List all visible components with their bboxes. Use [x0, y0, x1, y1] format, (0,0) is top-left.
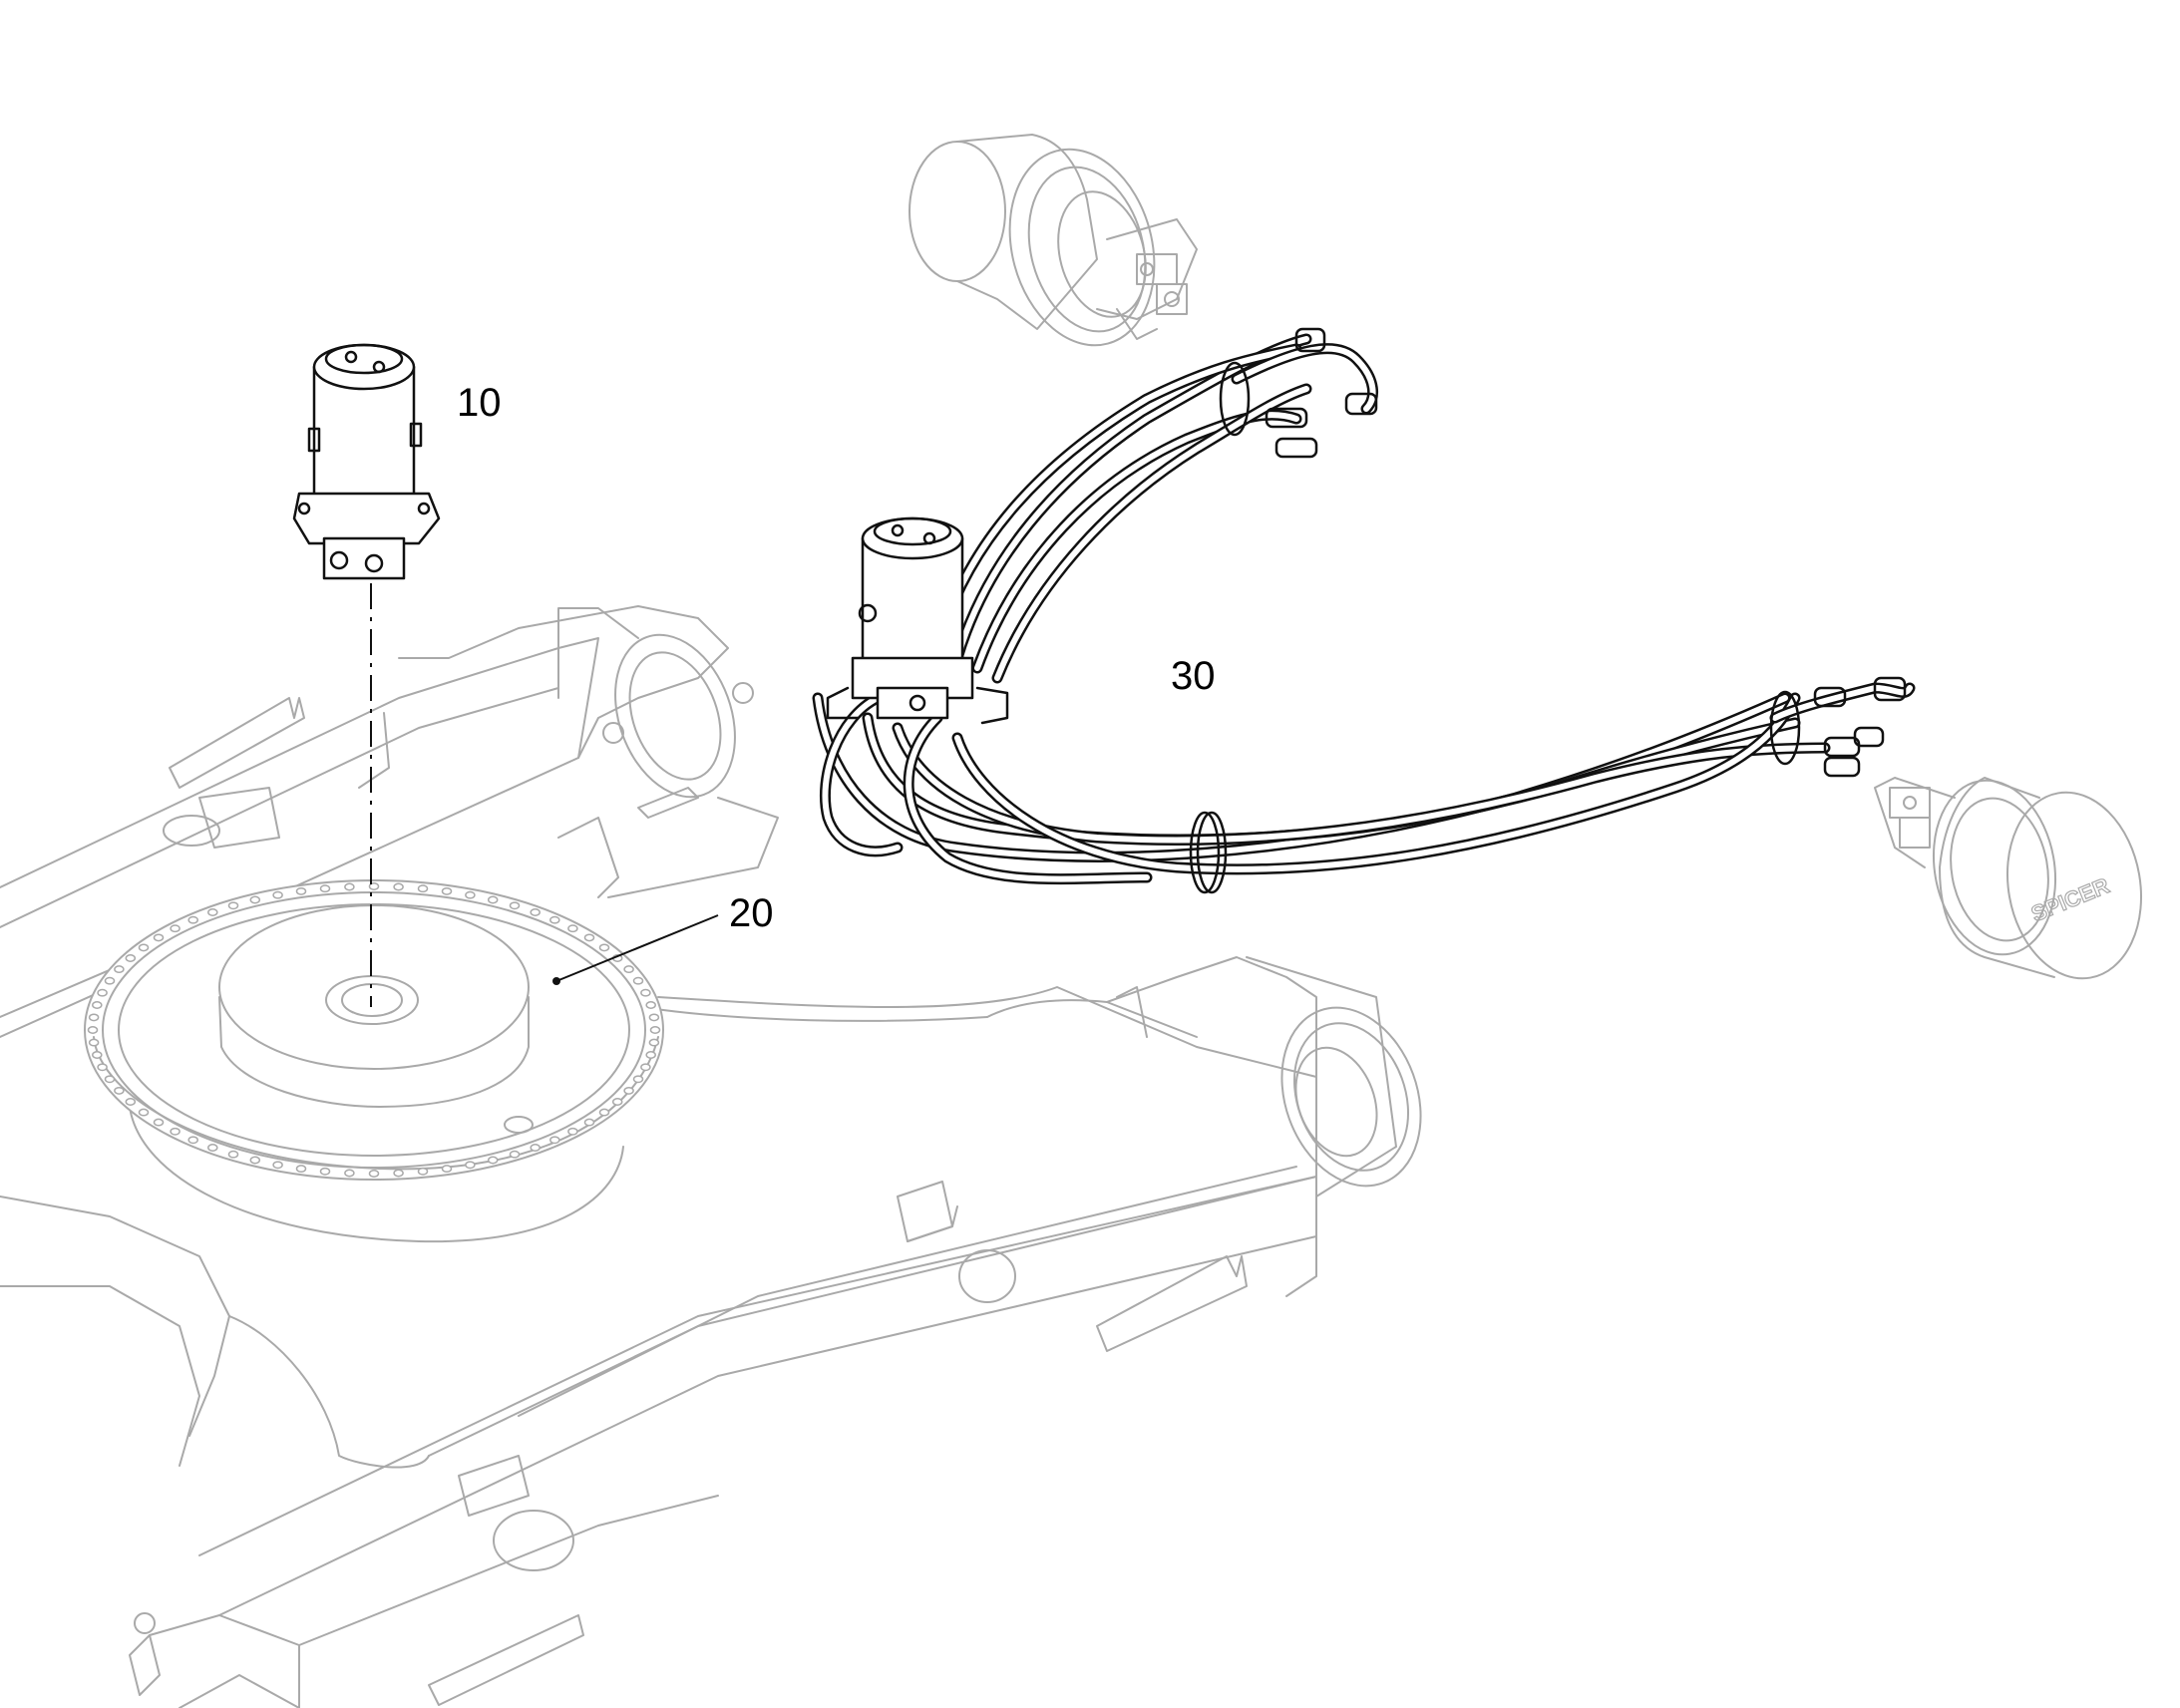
bolt-hole	[567, 924, 578, 933]
bolt-hole	[465, 890, 476, 899]
bolt-hole	[623, 965, 634, 974]
bolt-hole	[648, 1013, 660, 1022]
bolt-hole	[530, 1144, 541, 1152]
bolt-hole	[393, 882, 404, 891]
bolt-hole	[272, 1161, 283, 1170]
bolt-hole	[645, 1001, 656, 1009]
spicer-logo: SPICER	[2027, 872, 2114, 927]
bolt-hole	[138, 943, 150, 952]
bolt-hole	[344, 1169, 355, 1178]
bolt-hole	[104, 1075, 116, 1084]
bolt-hole	[92, 1001, 103, 1009]
callout-20: 20	[729, 891, 774, 935]
bolt-hole	[640, 988, 651, 997]
bolt-hole	[295, 886, 307, 895]
swivel-joint-assembled	[826, 516, 1009, 725]
bolt-hole	[114, 965, 125, 974]
bolt-hole	[632, 976, 644, 985]
undercarriage-frame	[0, 605, 1422, 1708]
bolt-hole	[114, 1086, 125, 1095]
bolt-hole	[530, 908, 541, 916]
travel-motor-upper	[908, 134, 1198, 347]
bolt-hole	[487, 1156, 499, 1165]
bolt-hole	[187, 915, 198, 924]
hose-assembly	[812, 327, 1916, 894]
bolt-hole	[227, 1150, 239, 1159]
bolt-hole	[272, 890, 283, 899]
bolt-hole	[138, 1108, 150, 1117]
swivel-joint-part	[292, 343, 441, 580]
bolt-hole	[567, 1127, 578, 1136]
bolt-hole	[319, 1167, 331, 1176]
bolt-hole	[465, 1161, 476, 1170]
bolt-hole	[393, 1169, 404, 1178]
bolt-hole	[549, 915, 560, 924]
bolt-hole	[319, 884, 331, 893]
bolt-hole	[88, 1013, 100, 1022]
bolt-hole	[187, 1136, 198, 1145]
bolt-hole	[249, 1156, 261, 1165]
bolt-hole	[344, 882, 355, 891]
bolt-hole	[611, 1098, 623, 1106]
bolt-hole	[417, 1167, 429, 1176]
bolt-hole	[509, 901, 521, 910]
bolt-hole	[153, 1118, 165, 1127]
bolt-hole	[417, 884, 429, 893]
bolt-hole	[249, 895, 261, 904]
bolt-hole	[441, 1165, 453, 1174]
bolt-hole	[153, 933, 165, 942]
callout-30: 30	[1171, 654, 1216, 698]
bolt-hole	[509, 1150, 521, 1159]
bolt-hole	[97, 988, 108, 997]
bolt-hole	[125, 1098, 137, 1106]
bolt-hole	[640, 1063, 651, 1072]
bolt-hole	[125, 954, 137, 962]
bolt-hole	[207, 1144, 218, 1152]
callout-10: 10	[457, 381, 502, 425]
bolt-hole	[368, 1170, 380, 1178]
bolt-hole	[97, 1063, 108, 1072]
bolt-hole	[170, 924, 181, 933]
bolt-hole	[441, 886, 453, 895]
slewing-ring-bolt-holes	[87, 882, 661, 1178]
leader-dot-20	[552, 977, 560, 985]
bolt-hole	[227, 901, 239, 910]
bolt-hole	[583, 933, 595, 942]
bolt-hole	[632, 1075, 644, 1084]
bolt-hole	[104, 976, 116, 985]
travel-motor-lower: SPICER	[1874, 777, 2143, 980]
bolt-hole	[549, 1136, 560, 1145]
bolt-hole	[487, 895, 499, 904]
bolt-hole	[649, 1026, 661, 1034]
bolt-hole	[623, 1086, 634, 1095]
bolt-hole	[88, 1038, 100, 1047]
bolt-hole	[645, 1051, 656, 1059]
bolt-hole	[87, 1026, 99, 1034]
leader-line-20	[555, 914, 719, 982]
bolt-hole	[207, 908, 218, 916]
svg-text:SPICER: SPICER	[2027, 872, 2112, 926]
bolt-hole	[598, 1108, 610, 1117]
bolt-hole	[295, 1165, 307, 1174]
bolt-hole	[648, 1038, 660, 1047]
bolt-hole	[598, 943, 610, 952]
bolt-hole	[92, 1051, 103, 1059]
bolt-hole	[368, 882, 380, 890]
slewing-ring	[84, 879, 664, 1243]
bolt-hole	[170, 1127, 181, 1136]
bolt-hole	[583, 1118, 595, 1127]
